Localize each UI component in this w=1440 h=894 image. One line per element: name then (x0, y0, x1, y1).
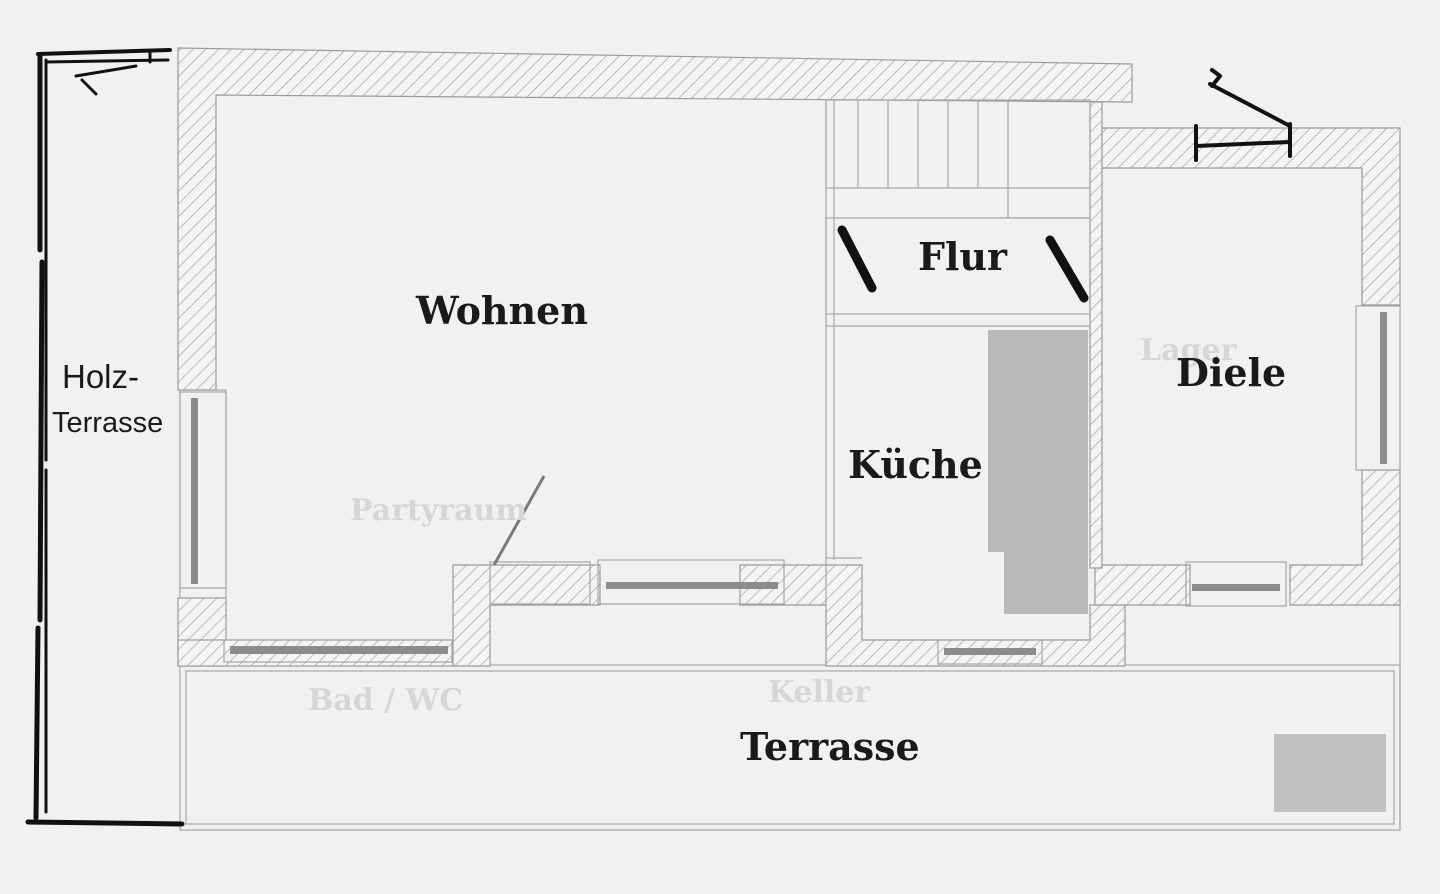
room-label-holz-line2: Terrasse (52, 407, 163, 439)
redaction-blocks (988, 330, 1386, 812)
faded-labels: Partyraum Bad / WC Keller Lager (308, 333, 1238, 718)
faded-label-partyraum: Partyraum (350, 493, 527, 528)
windows (179, 305, 1401, 665)
marker-drawings (25, 48, 1292, 827)
terrace-outline (179, 600, 1401, 831)
room-labels: Wohnen Flur Küche Diele Terrasse Holz- T… (52, 234, 1286, 769)
room-label-terrasse: Terrasse (740, 724, 920, 769)
room-label-kueche: Küche (848, 442, 983, 487)
faded-label-lager: Lager (1140, 333, 1238, 368)
room-label-holz-line1: Holz- (62, 358, 139, 395)
faded-label-bad-wc: Bad / WC (308, 683, 463, 718)
door-swing-line (492, 475, 546, 566)
room-label-flur: Flur (918, 234, 1008, 279)
faded-label-keller: Keller (768, 675, 871, 710)
room-label-diele: Diele (1176, 350, 1286, 395)
room-label-wohnen: Wohnen (415, 288, 588, 333)
